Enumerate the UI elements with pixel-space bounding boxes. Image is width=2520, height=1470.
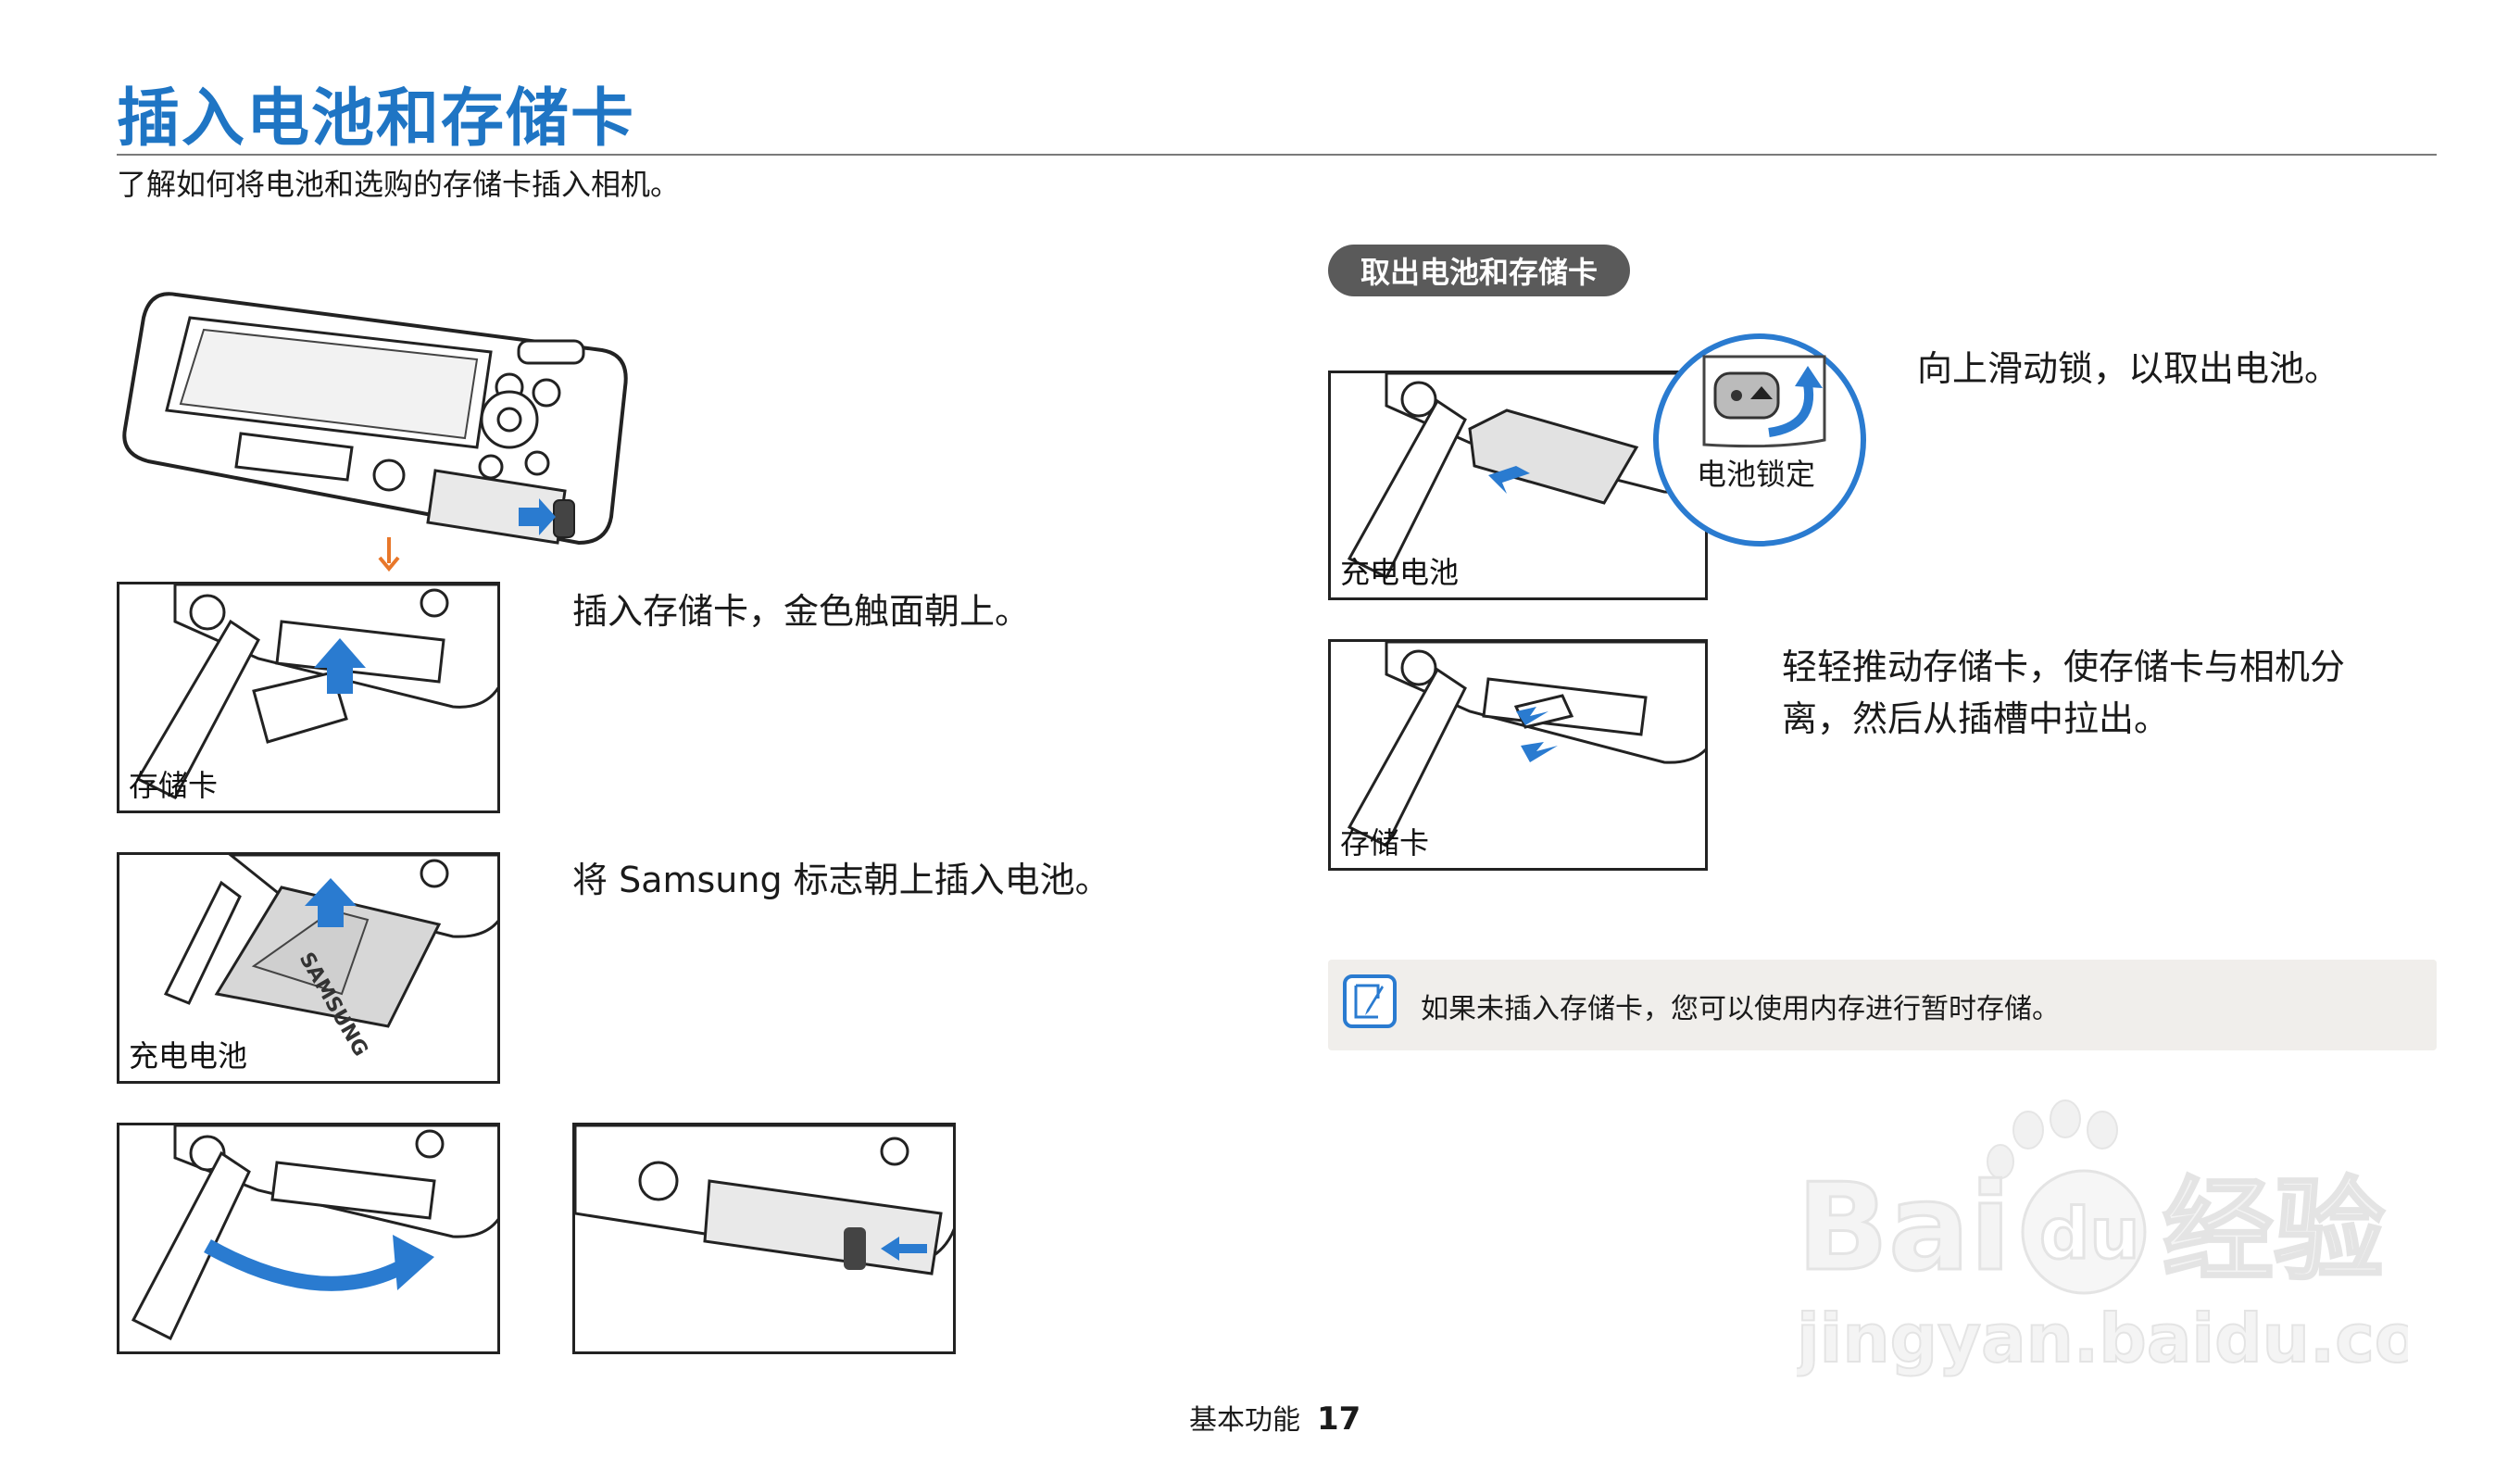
page-subtitle: 了解如何将电池和选购的存储卡插入相机。 (117, 167, 681, 202)
battery-lock-zoom: 电池锁定 (1649, 329, 1871, 551)
watermark-brand-du: du (2039, 1192, 2140, 1275)
note-pencil-icon (1341, 973, 1398, 1030)
note-text: 如果未插入存储卡，您可以使用内存进行暂时存储。 (1421, 993, 2060, 1025)
figure-remove-card: 存储卡 (1328, 639, 1708, 871)
figure-caption-remove-battery: 充电电池 (1340, 555, 1460, 590)
watermark-url: jingyan.baidu.com (1797, 1300, 2408, 1377)
step-remove-card: 轻轻推动存储卡，使存储卡与相机分 离，然后从插槽中拉出。 (1782, 641, 2345, 745)
figure-caption-remove-card: 存储卡 (1340, 825, 1430, 861)
figure-remove-battery: 充电电池 (1328, 371, 1708, 600)
baidu-watermark: Bai du 经验 jingyan.baidu.com (1793, 1093, 2490, 1389)
step-insert-card: 插入存储卡，金色触面朝上。 (572, 591, 1031, 632)
note-box: 如果未插入存储卡，您可以使用内存进行暂时存储。 (1328, 960, 2437, 1050)
figure-close-cover (117, 1123, 500, 1354)
section-title-remove: 取出电池和存储卡 (1328, 245, 1630, 296)
page-number: 17 (1317, 1401, 1361, 1438)
figure-insert-battery: SAMSUNG 充电电池 (117, 852, 500, 1084)
title-divider (117, 154, 2437, 156)
step-remove-card-line1: 轻轻推动存储卡，使存储卡与相机分 (1782, 647, 2346, 687)
camera-back-illustration (111, 248, 630, 563)
figure-insert-card: 存储卡 (117, 582, 500, 813)
down-arrow-icon (375, 535, 403, 576)
footer-section-label: 基本功能 (1189, 1404, 1300, 1437)
step-remove-battery: 向上滑动锁，以取出电池。 (1917, 348, 2340, 389)
watermark-brand-latin: Bai (1797, 1157, 2011, 1298)
step-insert-battery: 将 Samsung 标志朝上插入电池。 (572, 860, 1110, 900)
step-remove-card-line2: 离，然后从插槽中拉出。 (1782, 698, 2170, 739)
watermark-brand-cn: 经验 (2163, 1167, 2385, 1296)
figure-lock-cover (572, 1123, 956, 1354)
figure-caption-battery: 充电电池 (129, 1038, 248, 1074)
figure-caption-card: 存储卡 (129, 768, 219, 803)
page-footer: 基本功能 17 (1189, 1397, 1360, 1438)
battery-lock-label: 电池锁定 (1697, 457, 1816, 492)
page-title: 插入电池和存储卡 (117, 82, 636, 156)
